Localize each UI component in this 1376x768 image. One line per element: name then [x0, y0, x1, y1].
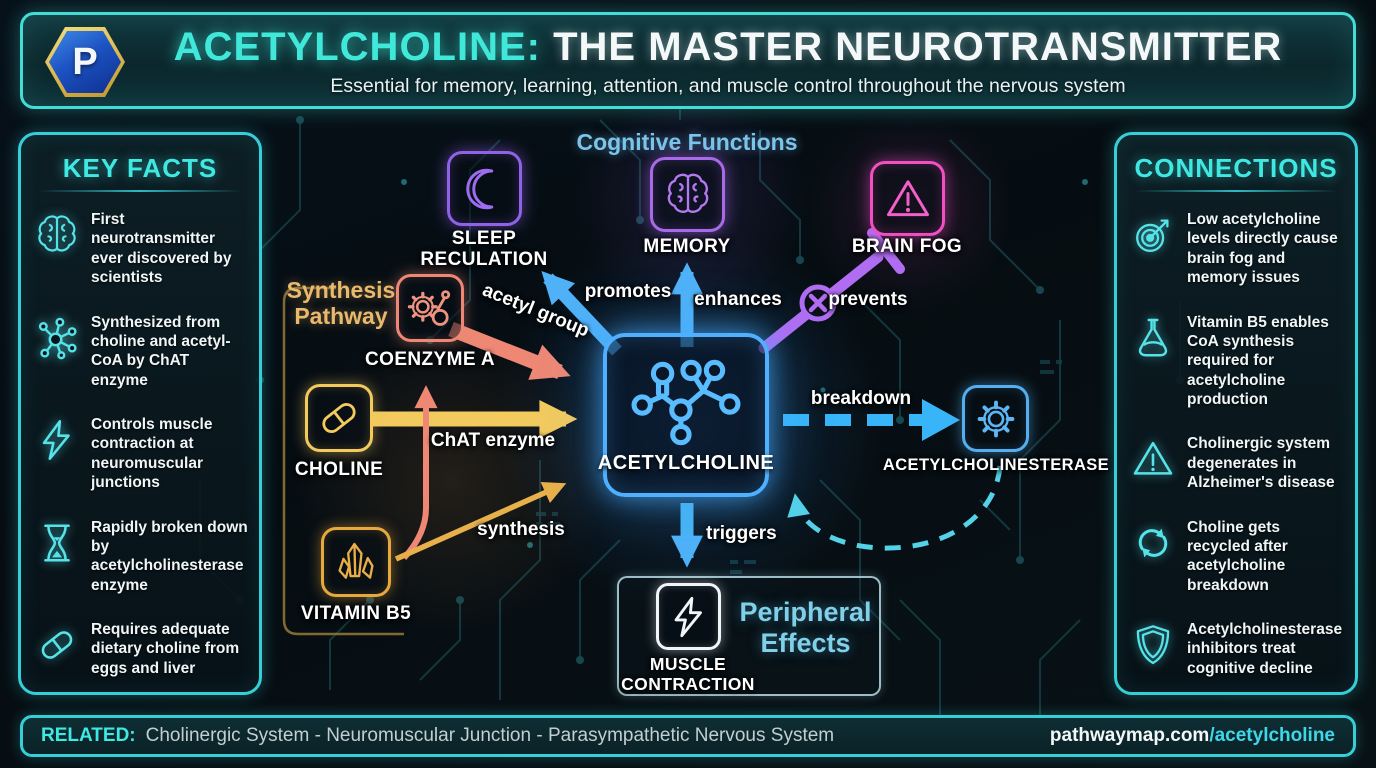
edge-promotes-arrow — [541, 271, 622, 356]
node-muscle-contraction — [656, 583, 721, 650]
lightning-icon — [666, 594, 712, 640]
site-domain: pathwaymap.com — [1049, 725, 1210, 746]
fact-text: Controls muscle contraction at neuromusc… — [91, 416, 213, 492]
node-memory — [650, 157, 725, 232]
fact-text: Cholinergic system degenerates in Alzhei… — [1187, 435, 1335, 492]
header-banner: P ACETYLCHOLINE: THE MASTER NEUROTRANSMI… — [20, 12, 1356, 109]
list-item: Acetylcholinesterase inhibitors treat co… — [1127, 620, 1345, 678]
edge-label-enhances: enhances — [694, 289, 782, 310]
node-vitamin-b5 — [321, 527, 391, 597]
fact-text: Rapidly broken down by acetylcholinester… — [91, 518, 248, 594]
node-acetylcholine: ACETYLCHOLINE — [598, 333, 774, 497]
related-topics: RELATED: Cholinergic System - Neuromuscul… — [41, 725, 834, 747]
list-item: Requires adequate dietary choline from e… — [31, 620, 249, 678]
node-label-choline: CHOLINE — [294, 459, 384, 480]
node-label-coenzyme-a: COENZYME A — [365, 349, 495, 370]
logo: P — [45, 27, 125, 97]
connections-panel: CONNECTIONS Low acetylcholine levels dir… — [1114, 132, 1358, 695]
crystal-icon — [331, 537, 381, 587]
brain-icon — [663, 170, 713, 220]
brain-icon — [31, 210, 83, 258]
title-accent: ACETYLCHOLINE: — [173, 25, 541, 69]
node-label-memory: MEMORY — [643, 236, 731, 257]
molecule-structure-icon — [630, 356, 742, 450]
warning-icon — [1127, 434, 1179, 482]
divider — [1135, 190, 1337, 192]
title-rest: THE MASTER NEUROTRANSMITTER — [541, 25, 1283, 69]
shield-icon — [1127, 620, 1179, 668]
list-item: Rapidly broken down by acetylcholinester… — [31, 518, 249, 596]
fact-text: Low acetylcholine levels directly cause … — [1187, 211, 1338, 287]
list-item: Vitamin B5 enables CoA synthesis require… — [1127, 313, 1345, 410]
fact-text: First neurotransmitter ever discovered b… — [91, 211, 232, 287]
footer-bar: RELATED: Cholinergic System - Neuromuscul… — [20, 715, 1356, 757]
node-brain-fog — [870, 161, 945, 236]
synthesis-pathway-label: Synthesis Pathway — [286, 277, 396, 329]
edge-label-triggers: triggers — [706, 523, 777, 544]
list-item: Cholinergic system degenerates in Alzhei… — [1127, 434, 1345, 492]
list-item: Low acetylcholine levels directly cause … — [1127, 210, 1345, 288]
related-label: RELATED: — [41, 725, 136, 746]
related-list: Cholinergic System - Neuromuscular Junct… — [145, 725, 835, 746]
connections-title: CONNECTIONS — [1134, 153, 1338, 183]
fact-text: Requires adequate dietary choline from e… — [91, 621, 240, 677]
divider — [39, 190, 241, 192]
node-label-muscle-contraction: MUSCLE CONTRACTION — [621, 654, 755, 694]
logo-letter: P — [72, 40, 98, 83]
fact-text: Choline gets recycled after acetylcholin… — [1187, 518, 1288, 594]
fact-text: Synthesized from choline and acetyl-CoA … — [91, 313, 231, 389]
pill-icon — [31, 620, 83, 668]
site-path[interactable]: /acetylcholine — [1209, 725, 1335, 746]
edge-prevents-tbar — [867, 228, 905, 274]
key-facts-title: KEY FACTS — [62, 153, 218, 183]
edge-label-prevents: prevents — [828, 289, 908, 310]
target-icon — [1127, 210, 1179, 258]
edge-recycle-return-arrow — [787, 465, 1003, 551]
key-facts-panel: KEY FACTS First neurotransmitter ever di… — [18, 132, 262, 695]
gear-molecule-icon — [405, 283, 455, 333]
site-url[interactable]: pathwaymap.com/acetylcholine — [1050, 725, 1335, 747]
node-label-acetylcholinesterase: ACETYLCHOLINESTERASE — [882, 456, 1110, 474]
node-choline — [305, 384, 373, 452]
warning-icon — [883, 174, 933, 224]
node-label-vitamin-b5: VITAMIN B5 — [300, 603, 412, 624]
hourglass-icon — [31, 518, 83, 566]
node-label-brain-fog: BRAIN FOG — [851, 236, 963, 257]
edge-label-promotes: promotes — [584, 281, 672, 302]
node-label-sleep: SLEEP RECULATION — [420, 228, 548, 271]
recycle-icon — [1127, 518, 1179, 566]
list-item: Controls muscle contraction at neuromusc… — [31, 415, 249, 493]
pill-icon — [314, 393, 364, 443]
edge-acetyl-group-arrow — [448, 322, 571, 380]
edge-label-synthesis: synthesis — [477, 519, 565, 540]
peripheral-effects-label: Peripheral Effects — [739, 597, 872, 659]
edge-prevents-block-icon — [799, 284, 837, 322]
page-subtitle: Essential for memory, learning, attentio… — [330, 75, 1126, 97]
moon-icon — [461, 165, 509, 213]
edge-synthesis-arrow — [394, 482, 567, 562]
node-label-acetylcholine: ACETYLCHOLINE — [597, 451, 775, 474]
edge-breakdown-arrowhead — [922, 399, 960, 441]
list-item: Choline gets recycled after acetylcholin… — [1127, 518, 1345, 596]
molecule-icon — [31, 313, 83, 361]
gear-icon — [971, 394, 1021, 444]
edge-label-breakdown: breakdown — [810, 388, 912, 409]
node-coenzyme-a — [396, 274, 464, 342]
flask-icon — [1127, 313, 1179, 361]
page-title: ACETYLCHOLINE: THE MASTER NEUROTRANSMITT… — [133, 25, 1323, 70]
node-sleep-regulation — [447, 151, 522, 226]
fact-text: Acetylcholinesterase inhibitors treat co… — [1187, 621, 1343, 677]
edge-label-chat-enzyme: ChAT enzyme — [430, 430, 556, 451]
list-item: Synthesized from choline and acetyl-CoA … — [31, 313, 249, 391]
node-acetylcholinesterase — [962, 385, 1029, 452]
fact-text: Vitamin B5 enables CoA synthesis require… — [1187, 313, 1329, 409]
cognitive-functions-label: Cognitive Functions — [576, 129, 798, 155]
synthesis-group-bracket — [282, 286, 404, 636]
lightning-icon — [31, 415, 83, 463]
list-item: First neurotransmitter ever discovered b… — [31, 210, 249, 288]
